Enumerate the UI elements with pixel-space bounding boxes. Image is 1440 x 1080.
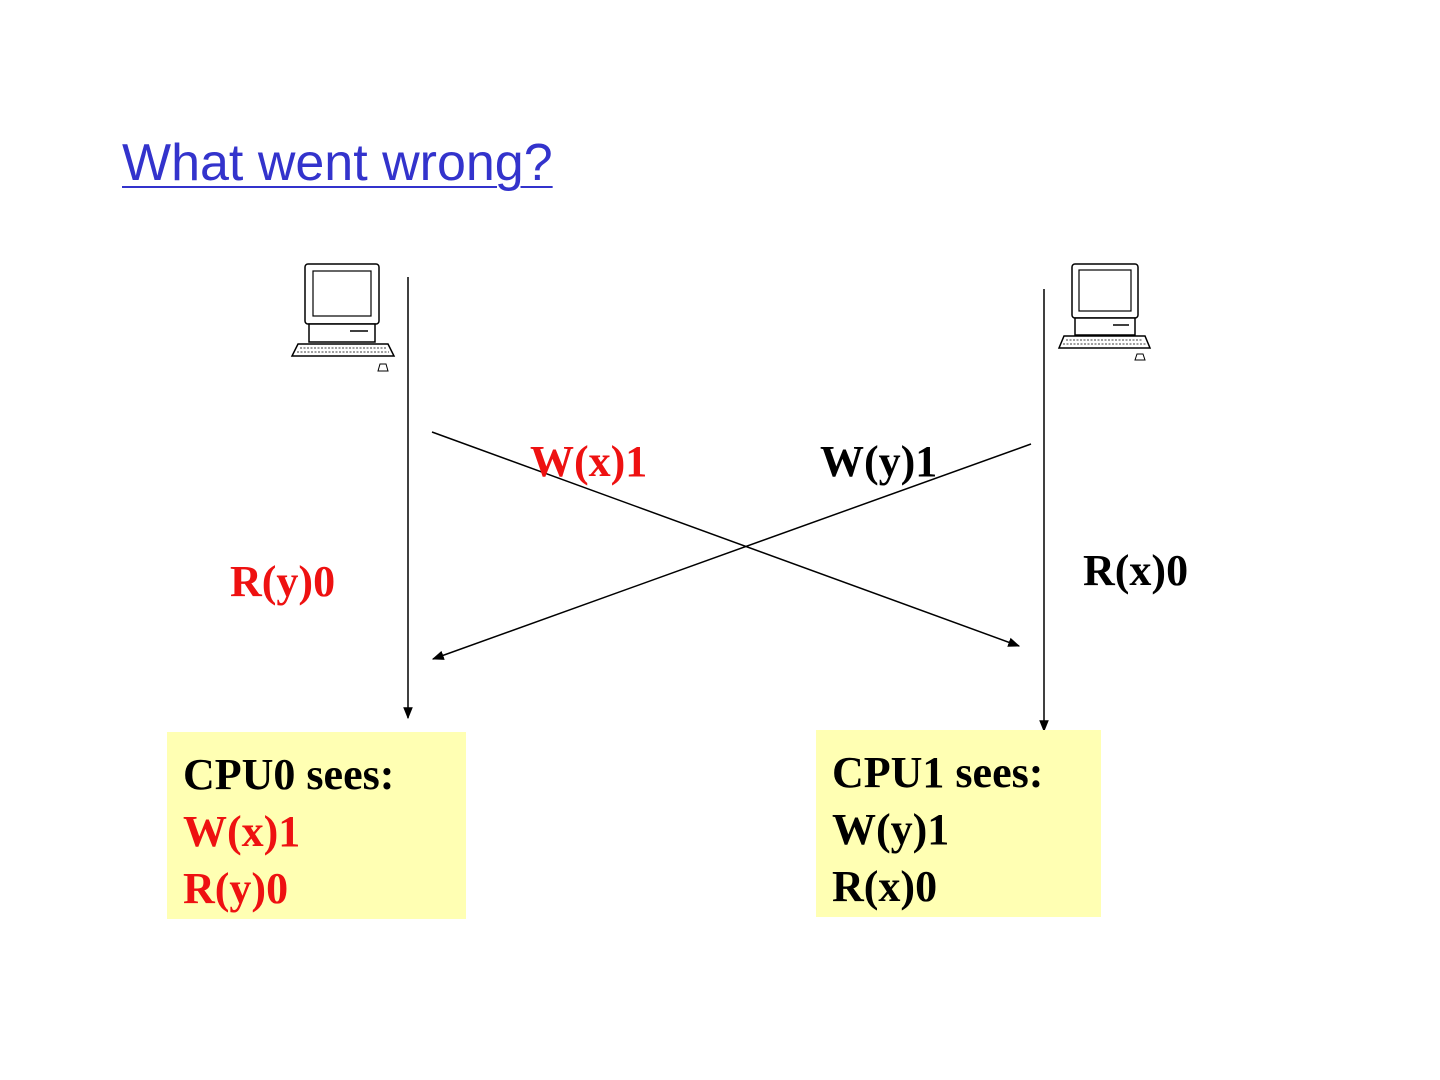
write-y-message-arrow xyxy=(431,443,1032,660)
cpu0-sees-line: W(x)1 xyxy=(183,807,301,856)
write-x-message-arrow xyxy=(431,431,1021,647)
cpu0-sees-heading: CPU0 sees: xyxy=(183,750,395,799)
write-y-label: W(y)1 xyxy=(820,437,938,486)
cpu1-sees-line: W(y)1 xyxy=(832,805,950,854)
cpu1-read-label: R(x)0 xyxy=(1083,546,1189,595)
cpu0-read-label: R(y)0 xyxy=(230,557,336,606)
cpu1-sees-heading: CPU1 sees: xyxy=(832,748,1044,797)
cpu1-sees-box: CPU1 sees: W(y)1 R(x)0 xyxy=(816,730,1101,917)
cpu1-sees-line: R(x)0 xyxy=(832,862,938,911)
cpu0-sees-line: R(y)0 xyxy=(183,864,289,913)
computer-icon-cpu0 xyxy=(290,263,396,372)
write-x-label: W(x)1 xyxy=(530,437,648,486)
slide-title: What went wrong? xyxy=(122,134,553,192)
cpu0-sees-box: CPU0 sees: W(x)1 R(y)0 xyxy=(167,732,466,919)
computer-icon-cpu1 xyxy=(1057,263,1152,361)
